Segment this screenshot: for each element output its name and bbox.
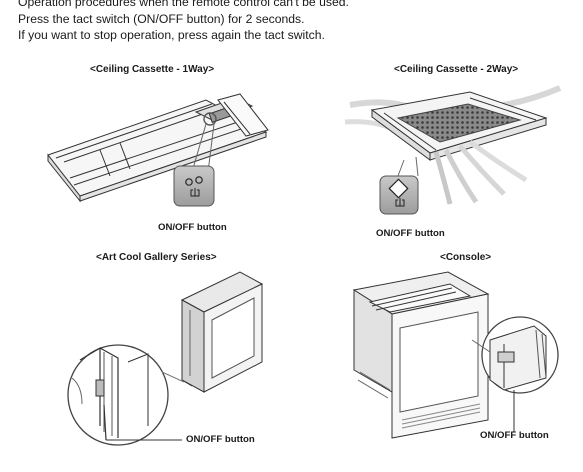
caption-art-cool-gallery: <Art Cool Gallery Series> <box>96 252 217 263</box>
label-onoff-button-artcool: ON/OFF button <box>186 434 255 445</box>
2way-onoff-button-callout <box>380 176 418 214</box>
ceiling-cassette-1way-illustration <box>48 94 268 201</box>
label-onoff-button-1way: ON/OFF button <box>158 222 227 233</box>
caption-ceiling-cassette-1way: <Ceiling Cassette - 1Way> <box>90 64 214 75</box>
caption-console: <Console> <box>440 252 491 263</box>
console-illustration <box>354 272 558 438</box>
ceiling-cassette-2way-illustration <box>345 88 560 204</box>
label-onoff-button-console: ON/OFF button <box>480 430 549 441</box>
caption-ceiling-cassette-2way: <Ceiling Cassette - 2Way> <box>394 64 518 75</box>
label-onoff-button-2way: ON/OFF button <box>376 228 445 239</box>
1way-onoff-button-callout <box>174 166 214 206</box>
art-cool-gallery-illustration <box>68 272 262 445</box>
